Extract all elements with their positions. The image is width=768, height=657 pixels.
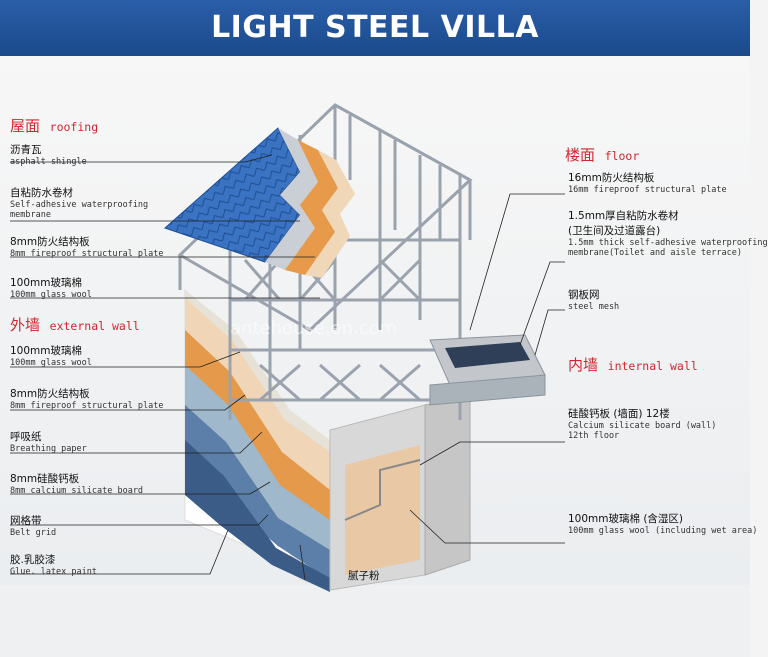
house-illustration <box>0 56 750 657</box>
label-en: Self-adhesive waterproofing <box>10 200 149 210</box>
section-floor: 楼面 floor <box>565 144 639 165</box>
watermark-text: antehouse.en.com <box>230 318 398 339</box>
label-cn: 自粘防水卷材 <box>10 187 73 199</box>
label-en: Calcium silicate board (wall) <box>568 421 717 431</box>
section-internal-wall-en: internal wall <box>607 359 698 373</box>
section-internal-wall: 内墙 internal wall <box>568 354 698 375</box>
label-cn: 硅酸钙板 (墙面) 12楼 <box>568 408 670 420</box>
label-en: 8mm fireproof structural plate <box>10 249 164 259</box>
external-wall-layers <box>184 288 331 592</box>
label-en: membrane(Toilet and aisle terrace) <box>568 248 742 258</box>
label-cn: 胶.乳胶漆 <box>10 554 56 566</box>
section-internal-wall-cn: 内墙 <box>568 356 599 374</box>
leader-lines <box>10 154 565 581</box>
label-cn: 沥青瓦 <box>10 144 42 156</box>
label-cn: 呼吸纸 <box>10 431 42 443</box>
section-roofing-cn: 屋面 <box>10 117 41 135</box>
label-floor-waterproofing: 1.5mm厚自粘防水卷材 (卫生间及过道露台)1.5mm thick self-a… <box>568 208 768 258</box>
banner-title: LIGHT STEEL VILLA <box>211 10 539 45</box>
label-cn: (卫生间及过道露台) <box>568 225 661 237</box>
label-en: Glue. latex paint <box>10 567 97 577</box>
label-cn: 8mm防火结构板 <box>10 236 90 248</box>
label-en: 16mm fireproof structural plate <box>568 185 727 195</box>
label-en: 8mm fireproof structural plate <box>10 401 164 411</box>
label-internal-glass-wool: 100mm玻璃棉 (含湿区)100mm glass wool (includin… <box>568 511 757 536</box>
ground <box>0 585 750 657</box>
label-en: 100mm glass wool (including wet area) <box>568 526 758 536</box>
label-en: 8mm calcium silicate board <box>10 486 144 496</box>
label-putty-powder: 腻子粉 <box>348 570 380 582</box>
label-en: 12th floor <box>568 431 620 441</box>
title-banner <box>0 0 750 56</box>
label-en: Belt grid <box>10 528 57 538</box>
label-cn: 网格带 <box>10 515 42 527</box>
section-external-wall-en: external wall <box>49 319 140 333</box>
label-cn: 100mm玻璃棉 (含湿区) <box>568 513 684 525</box>
section-roofing: 屋面 roofing <box>10 115 98 136</box>
label-en: 1.5mm thick self-adhesive waterproofing <box>568 238 768 248</box>
label-cn: 100mm玻璃棉 <box>10 345 82 357</box>
label-en: membrane <box>10 210 51 220</box>
roofing-layers <box>164 127 355 278</box>
label-cn: 8mm硅酸钙板 <box>10 473 80 485</box>
section-roofing-en: roofing <box>49 120 99 134</box>
label-cn: 100mm玻璃棉 <box>10 277 82 289</box>
internal-wall <box>329 394 471 591</box>
label-en: 100mm glass wool <box>10 290 92 300</box>
label-cn: 钢板网 <box>568 289 600 301</box>
label-cn: 1.5mm厚自粘防水卷材 <box>568 210 679 222</box>
label-en: Breathing paper <box>10 444 87 454</box>
label-en: asphalt shingle <box>10 157 87 167</box>
section-external-wall-cn: 外墙 <box>10 316 41 334</box>
section-floor-cn: 楼面 <box>565 146 596 164</box>
section-floor-en: floor <box>604 149 640 163</box>
label-cn: 16mm防火结构板 <box>568 172 655 184</box>
section-external-wall: 外墙 external wall <box>10 314 140 335</box>
label-cn: 8mm防火结构板 <box>10 388 90 400</box>
floor-slab <box>429 334 546 406</box>
label-en: 100mm glass wool <box>10 358 92 368</box>
label-en: steel mesh <box>568 302 620 312</box>
